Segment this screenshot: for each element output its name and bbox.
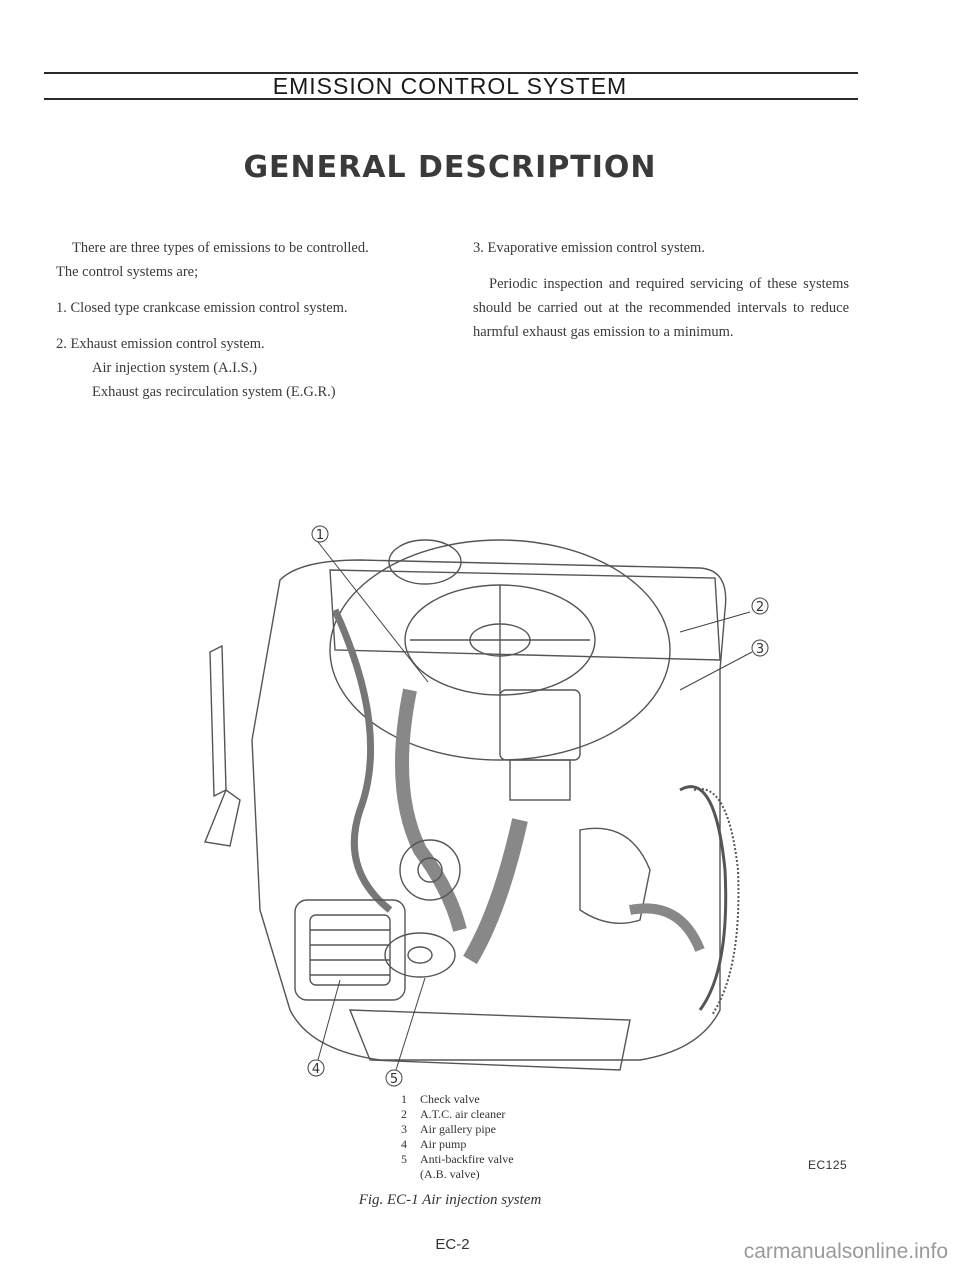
left-column: There are three types of emissions to be… — [56, 236, 440, 404]
maintenance-paragraph: Periodic inspection and required servici… — [473, 276, 849, 340]
intro-line-1: There are three types of emissions to be… — [72, 240, 369, 256]
svg-text:2: 2 — [756, 600, 764, 615]
list-item-2: 2. Exhaust emission control system. — [56, 336, 265, 352]
list-item-1: 1. Closed type crankcase emission contro… — [56, 300, 348, 316]
flywheel — [679, 785, 728, 1011]
callout-5: 5 — [385, 1069, 403, 1087]
watermark: carmanualsonline.info — [743, 1240, 948, 1263]
callout-3: 3 — [751, 639, 769, 657]
list-item-3: 3. Evaporative emission control system. — [473, 240, 705, 256]
engine-illustration: 1 2 3 4 5 — [204, 525, 769, 1087]
callout-4: 4 — [307, 1059, 325, 1077]
callout-2: 2 — [751, 597, 769, 615]
svg-text:1: 1 — [316, 528, 324, 543]
header-rule-bottom — [44, 98, 858, 100]
air-pump-body — [294, 899, 406, 1001]
valve-cover — [329, 569, 721, 661]
header-rule-top — [44, 72, 858, 74]
ab-valve — [384, 932, 456, 978]
engine-block — [251, 559, 727, 1061]
figure-ref-code: EC125 — [808, 1158, 848, 1172]
section-title: EMISSION CONTROL SYSTEM — [272, 73, 628, 99]
right-column: 3. Evaporative emission control system. … — [473, 236, 849, 344]
engine-figure: 1 2 3 4 5 — [160, 490, 800, 1090]
callout-1: 1 — [311, 525, 329, 543]
fan-blade — [209, 644, 227, 798]
svg-text:4: 4 — [312, 1062, 320, 1077]
intro-line-2: The control systems are; — [56, 264, 199, 280]
figure-caption: Fig. EC-1 Air injection system — [358, 1192, 542, 1208]
list-item-2-sub-2: Exhaust gas recirculation system (E.G.R.… — [92, 384, 336, 400]
air-cleaner — [329, 539, 671, 761]
page-number: EC-2 — [435, 1236, 470, 1253]
legend-item-continuation: (A.B. valve) — [420, 1167, 480, 1181]
carburetor — [499, 689, 581, 761]
svg-text:3: 3 — [756, 642, 764, 657]
svg-text:5: 5 — [390, 1072, 398, 1087]
list-item-2-sub-1: Air injection system (A.I.S.) — [92, 360, 258, 376]
air-hose — [331, 608, 393, 913]
page-heading: GENERAL DESCRIPTION — [243, 150, 657, 185]
